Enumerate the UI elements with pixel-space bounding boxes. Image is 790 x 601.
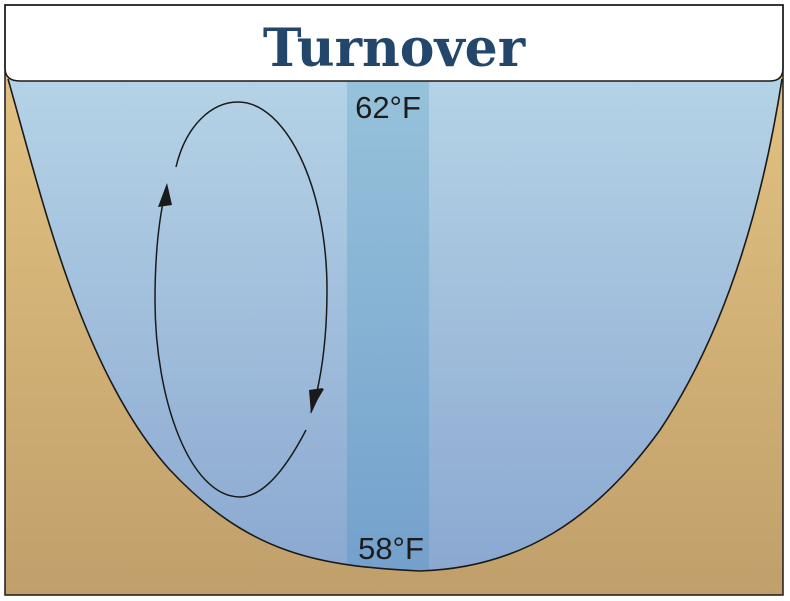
lake-bed-outline: [7, 78, 783, 572]
temperature-top-label: 62°F: [355, 90, 421, 125]
title: Turnover: [263, 18, 526, 79]
outer-frame: [4, 4, 784, 596]
temperature-bottom-label: 58°F: [358, 531, 424, 566]
temperature-column: [347, 79, 429, 571]
circulation-arrow-icon: [154, 101, 328, 498]
